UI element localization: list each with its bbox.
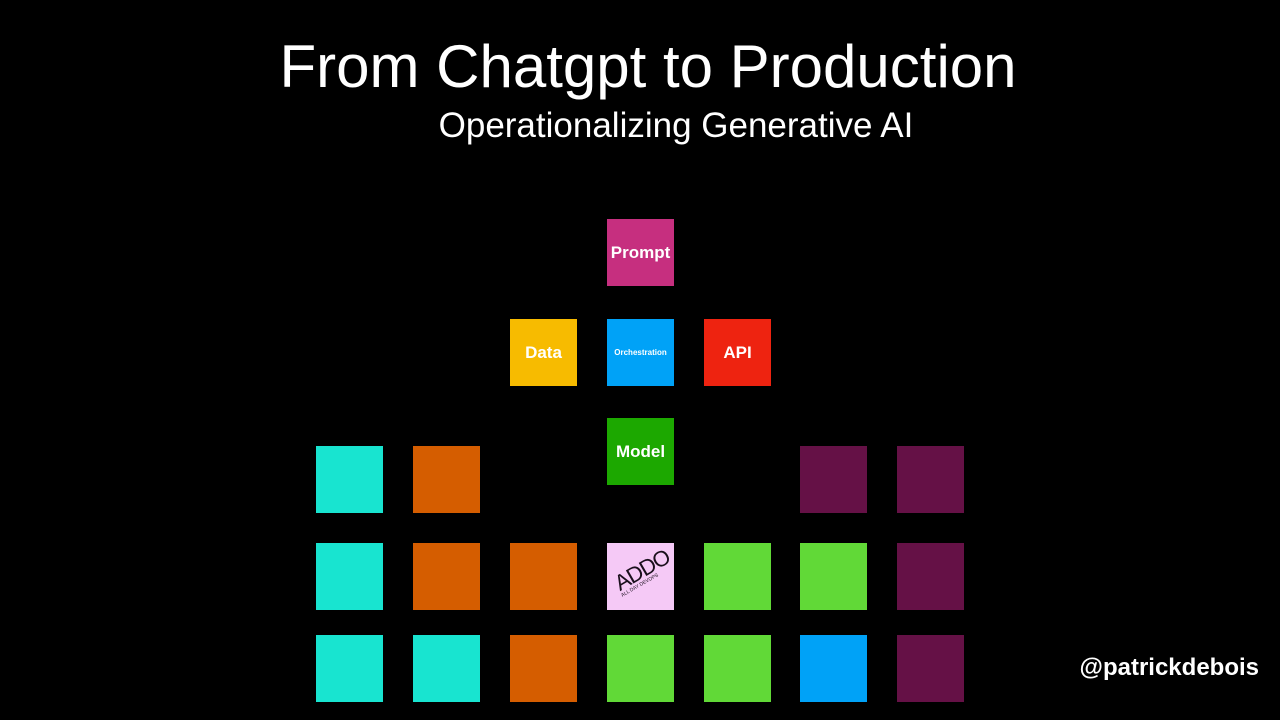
grid-block-blue: [800, 635, 867, 702]
orchestration-label: Orchestration: [614, 348, 667, 357]
grid-block-lime: [704, 543, 771, 610]
prompt-block: Prompt: [607, 219, 674, 286]
grid-block-lime: [704, 635, 771, 702]
grid-block-cyan: [413, 635, 480, 702]
grid-block-purple: [800, 446, 867, 513]
orchestration-block: Orchestration: [607, 319, 674, 386]
slide-subtitle: Operationalizing Generative AI: [438, 106, 914, 145]
grid-block-cyan: [316, 635, 383, 702]
grid-block-orange: [413, 543, 480, 610]
grid-block-orange: [510, 543, 577, 610]
api-label: API: [723, 342, 752, 362]
author-handle: @patrickdebois: [1079, 654, 1259, 681]
data-block: Data: [510, 319, 577, 386]
prompt-label: Prompt: [610, 242, 671, 262]
slide-title: From Chatgpt to Production: [279, 33, 1017, 100]
grid-block-orange: [413, 446, 480, 513]
grid-block-cyan: [316, 446, 383, 513]
addo-logo-block: ADDO ALL DAY DEVOPS: [607, 543, 674, 610]
grid-block-purple: [897, 635, 964, 702]
grid-block-lime: [607, 635, 674, 702]
grid-block-cyan: [316, 543, 383, 610]
addo-logo: ADDO ALL DAY DEVOPS: [607, 543, 674, 610]
model-block: Model: [607, 418, 674, 485]
grid-block-lime: [800, 543, 867, 610]
api-block: API: [704, 319, 771, 386]
grid-block-purple: [897, 543, 964, 610]
grid-block-orange: [510, 635, 577, 702]
model-label: Model: [615, 441, 666, 461]
grid-block-purple: [897, 446, 964, 513]
data-label: Data: [525, 342, 562, 362]
addo-logo-text: ADDO: [610, 544, 675, 596]
